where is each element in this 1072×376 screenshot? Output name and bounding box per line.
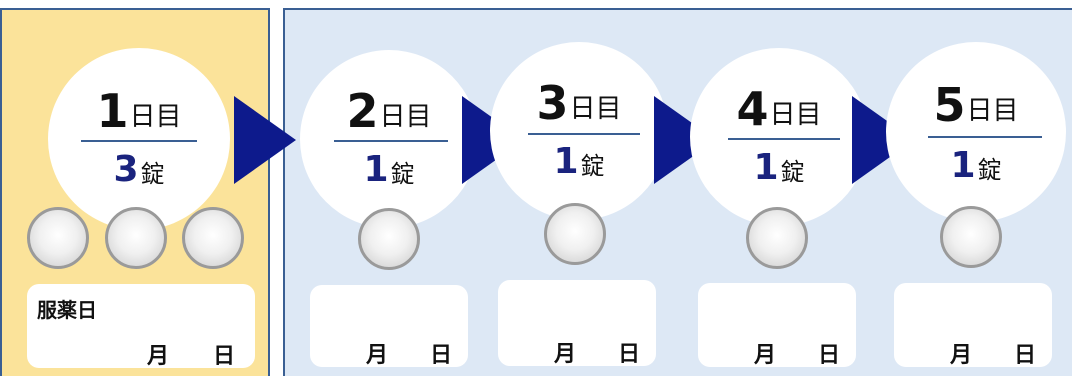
day3-divider: [528, 133, 640, 135]
day2-suffix: 日目: [379, 102, 432, 132]
tablet-icon: [940, 206, 1002, 268]
day2-dose-number: 1: [363, 149, 389, 190]
day3-number: 3: [536, 76, 569, 130]
month-label: 月: [754, 343, 777, 368]
day5-dose-number: 1: [950, 145, 976, 186]
day1-dose-unit: 錠: [140, 160, 165, 188]
day3-dose-unit: 錠: [580, 152, 605, 180]
day3-date-box[interactable]: 月 日: [498, 280, 656, 367]
day5-dose-unit: 錠: [977, 156, 1002, 184]
day-label: 日: [430, 343, 453, 368]
day-label: 日: [618, 342, 641, 367]
tablet-icon: [182, 207, 244, 269]
day1-dose-number: 3: [113, 149, 139, 190]
day3-dose-number: 1: [553, 141, 579, 182]
day4-divider: [728, 138, 840, 140]
day4-suffix: 日目: [769, 100, 822, 130]
day5-date-box[interactable]: 月 日: [894, 283, 1052, 368]
month-label: 月: [147, 344, 170, 369]
day5-circle: [886, 42, 1066, 222]
day-label: 日: [1014, 343, 1037, 368]
day2-circle: [300, 50, 478, 228]
month-label: 月: [554, 342, 577, 367]
day5-number: 5: [933, 78, 966, 132]
day5-suffix: 日目: [966, 96, 1019, 126]
day1-suffix: 日目: [129, 102, 182, 132]
tablet-icon: [544, 203, 606, 265]
day4-circle: [690, 48, 868, 226]
day1-number: 1: [96, 84, 129, 138]
day3-suffix: 日目: [569, 94, 622, 124]
tablet-icon: [746, 207, 808, 269]
day2-number: 2: [346, 84, 379, 138]
day1-date-box[interactable]: 服薬日 月 日: [27, 284, 255, 369]
month-label: 月: [950, 343, 973, 368]
day1-circle: [48, 48, 230, 230]
day4-date-box[interactable]: 月 日: [698, 283, 856, 368]
day5-divider: [928, 136, 1042, 138]
day2-dose-unit: 錠: [390, 160, 415, 188]
day2-divider: [334, 140, 448, 142]
day-label: 日: [818, 343, 841, 368]
day1-divider: [81, 140, 197, 142]
day4-dose-number: 1: [753, 147, 779, 188]
day2-date-box[interactable]: 月 日: [310, 285, 468, 368]
day-label: 日: [213, 344, 236, 369]
day4-number: 4: [736, 82, 769, 136]
tablet-icon: [358, 208, 420, 270]
tablet-icon: [105, 207, 167, 269]
month-label: 月: [366, 343, 389, 368]
dosing-date-label: 服薬日: [37, 298, 97, 322]
day4-dose-unit: 錠: [780, 158, 805, 186]
arrow-icon: [234, 96, 296, 184]
day3-circle: [490, 42, 668, 220]
tablet-icon: [27, 207, 89, 269]
